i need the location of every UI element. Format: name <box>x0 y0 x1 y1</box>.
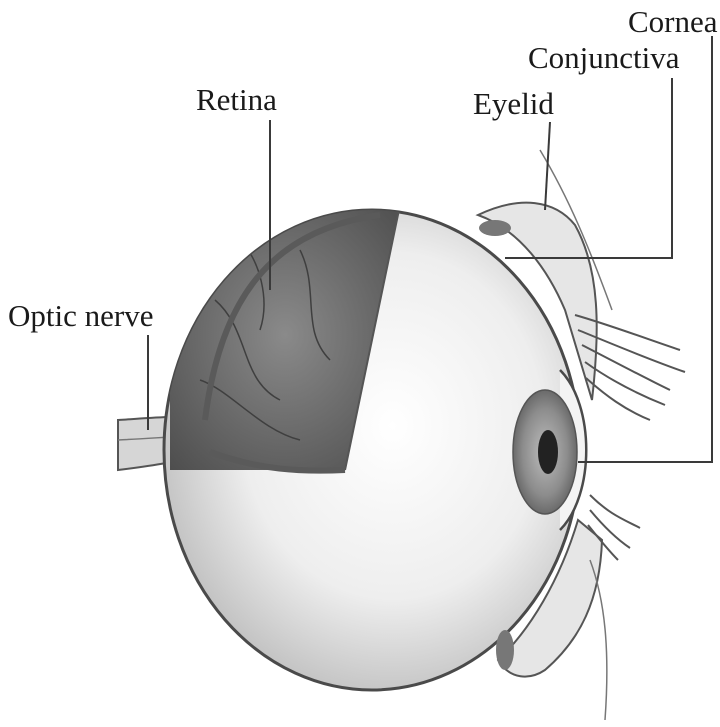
cornea-label: Cornea <box>628 6 718 37</box>
cornea-leader-line <box>578 36 712 462</box>
retina-label: Retina <box>196 84 277 115</box>
eyelid-label: Eyelid <box>473 88 554 119</box>
pupil-shape <box>538 430 558 474</box>
conjunctiva-label: Conjunctiva <box>528 42 680 73</box>
optic-nerve-label: Optic nerve <box>8 300 153 331</box>
